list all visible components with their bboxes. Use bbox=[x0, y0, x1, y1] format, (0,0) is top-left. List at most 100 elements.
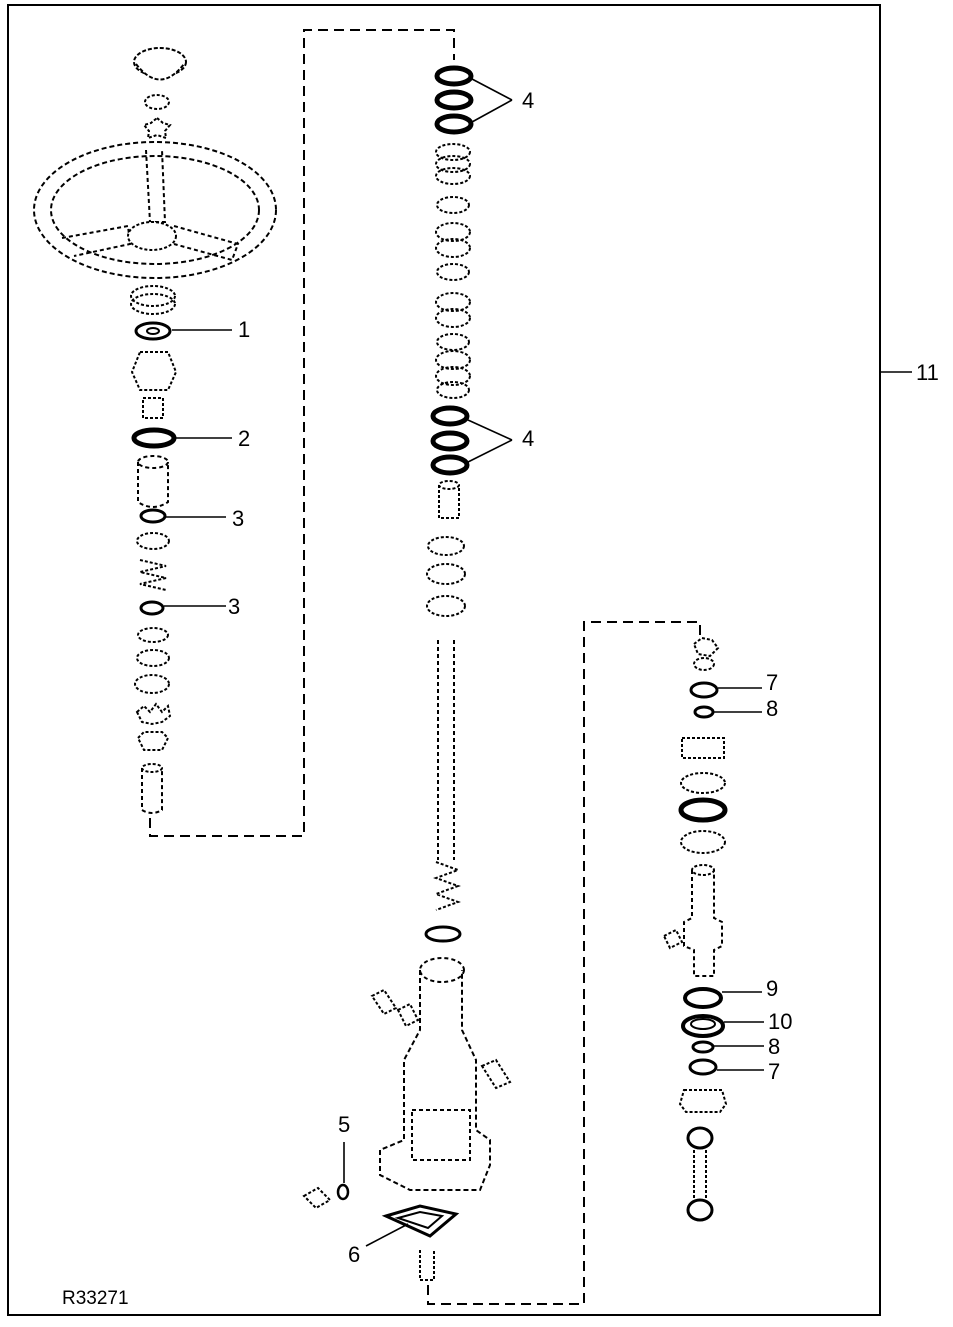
pin-top bbox=[438, 480, 460, 490]
wheel-spoke-top bbox=[145, 149, 167, 223]
nut-top bbox=[144, 94, 170, 110]
gear-housing bbox=[379, 970, 491, 1191]
wheel-spoke-right bbox=[173, 225, 240, 262]
housing-bolt-b bbox=[396, 1002, 420, 1028]
leader-lines bbox=[164, 78, 912, 1247]
pitman-nut bbox=[678, 1089, 728, 1113]
callout-8-upper: 8 bbox=[766, 696, 778, 721]
part-5-plug bbox=[302, 1186, 332, 1210]
splined-hub-top bbox=[130, 285, 176, 307]
callout-7-lower: 7 bbox=[768, 1059, 780, 1084]
center-column-parts bbox=[302, 65, 512, 1281]
connector-right bbox=[427, 621, 701, 1305]
tube bbox=[141, 768, 163, 814]
part-4-ring-a bbox=[434, 65, 474, 87]
small-spacer bbox=[142, 397, 164, 419]
callout-4-upper: 4 bbox=[522, 88, 534, 113]
part-8-ring-upper bbox=[693, 705, 715, 719]
connector-lines bbox=[149, 29, 701, 1305]
part-3-washer-lower bbox=[139, 600, 165, 616]
part-5-o-ring bbox=[336, 1183, 350, 1201]
part-6-gasket bbox=[381, 1204, 460, 1238]
callout-11: 11 bbox=[916, 360, 939, 385]
wheel-hub bbox=[127, 221, 177, 251]
leader-4b bbox=[471, 99, 513, 123]
steering-wheel-rim-outer bbox=[33, 141, 277, 279]
part-4-ring-e bbox=[430, 430, 470, 452]
part-4-ring-b bbox=[434, 89, 474, 111]
callout-6: 6 bbox=[348, 1242, 360, 1267]
splined-hub-bottom bbox=[130, 293, 176, 315]
callout-5: 5 bbox=[338, 1112, 350, 1137]
housing-bolt-c bbox=[480, 1058, 512, 1090]
callout-4-lower: 4 bbox=[522, 426, 534, 451]
adjuster-nut bbox=[681, 737, 725, 759]
lower-race-b bbox=[426, 563, 466, 585]
leader-4d bbox=[467, 439, 513, 463]
part-6-gasket-inner bbox=[394, 1210, 445, 1230]
shaft-seal bbox=[424, 925, 462, 943]
pitman-arm-upper-eye bbox=[686, 1126, 714, 1150]
lock-washer-small bbox=[693, 657, 715, 671]
shaft-pin bbox=[662, 928, 684, 950]
steering-shaft bbox=[437, 640, 455, 860]
leader-4a bbox=[471, 78, 513, 101]
bearing-cup bbox=[680, 830, 726, 854]
race-a bbox=[137, 627, 169, 643]
outer-frame bbox=[7, 4, 881, 1316]
callout-10: 10 bbox=[768, 1009, 792, 1034]
callout-9: 9 bbox=[766, 976, 778, 1001]
bearing-race-upper bbox=[136, 532, 170, 550]
right-column-parts bbox=[662, 636, 728, 1222]
leader-4c bbox=[467, 419, 513, 441]
sector-shaft-top bbox=[691, 864, 715, 876]
part-4-ring-f bbox=[430, 454, 470, 476]
lock-washer bbox=[135, 702, 172, 726]
sleeve-top bbox=[137, 455, 169, 469]
part-1-washer-hole bbox=[146, 327, 160, 335]
callout-1: 1 bbox=[238, 317, 250, 342]
sleeve bbox=[137, 462, 169, 508]
lower-race-a bbox=[427, 536, 465, 556]
part-1-washer bbox=[134, 321, 172, 341]
part-7-washer-lower bbox=[688, 1058, 718, 1076]
housing-top bbox=[419, 957, 465, 983]
thick-seal bbox=[678, 797, 728, 823]
star-washer bbox=[142, 116, 172, 140]
part-10-seal-inner bbox=[690, 1018, 716, 1030]
bearing-stack-upper bbox=[435, 143, 471, 399]
lower-race-c bbox=[426, 595, 466, 617]
callout-7-upper: 7 bbox=[766, 670, 778, 695]
callout-8-lower: 8 bbox=[768, 1034, 780, 1059]
pitman-arm bbox=[693, 1150, 707, 1200]
wheel-spoke-left bbox=[61, 224, 132, 257]
steering-wheel-rim-inner bbox=[50, 155, 260, 265]
callout-3-lower: 3 bbox=[228, 594, 240, 619]
figure-reference: R33271 bbox=[62, 1288, 129, 1309]
top-nut bbox=[692, 636, 720, 658]
part-8-ring-lower bbox=[691, 1040, 715, 1054]
pitman-arm-lower-eye bbox=[686, 1198, 714, 1222]
bearing-race-right bbox=[680, 772, 726, 794]
sector-shaft bbox=[683, 870, 723, 977]
housing-bolt-a bbox=[370, 988, 398, 1016]
part-3-washer-upper bbox=[139, 508, 167, 524]
race-c bbox=[134, 674, 170, 694]
small-spring bbox=[139, 559, 167, 591]
worm-gear bbox=[433, 861, 461, 911]
callout-3-upper: 3 bbox=[232, 506, 244, 531]
callout-2: 2 bbox=[238, 426, 250, 451]
castle-body bbox=[130, 351, 178, 391]
part-10-seal-outer bbox=[681, 1014, 725, 1038]
housing-cavity bbox=[411, 1109, 471, 1161]
race-b bbox=[136, 649, 170, 667]
part-7-washer-upper bbox=[689, 681, 719, 699]
grease-fitting bbox=[419, 1250, 435, 1281]
hex-nut bbox=[136, 731, 170, 751]
left-column-parts bbox=[33, 47, 277, 814]
leader-6 bbox=[365, 1223, 409, 1247]
part-4-ring-c bbox=[434, 113, 474, 135]
part-9-o-ring bbox=[683, 987, 723, 1009]
pin bbox=[438, 485, 460, 519]
